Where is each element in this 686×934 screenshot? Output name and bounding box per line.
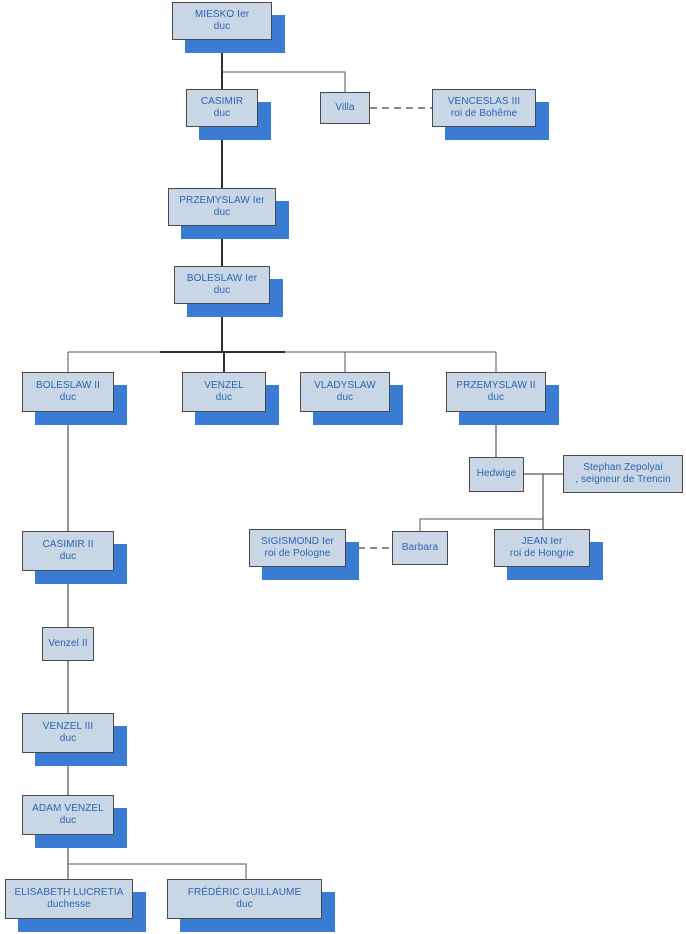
node-venzel3-title: VENZEL III: [42, 720, 94, 732]
node-barbara-title: Barbara: [401, 541, 439, 553]
node-mieso-title: MIESKO Ier: [194, 8, 250, 20]
node-boleslaw1-subtitle: duc: [213, 285, 231, 296]
node-casimir2-subtitle: duc: [59, 551, 77, 562]
node-sigismond-subtitle: roi de Pologne: [264, 548, 331, 559]
node-adamvenzel-subtitle: duc: [59, 815, 77, 826]
node-venzel-subtitle: duc: [215, 392, 233, 403]
node-vladyslaw-title: VLADYSLAW: [314, 379, 376, 391]
node-venceslas-subtitle: roi de Bohême: [450, 108, 518, 119]
node-casimir-title: CASIMIR: [200, 95, 244, 107]
node-villa-title: Villa: [335, 101, 355, 113]
node-przemyslaw1-title: PRZEMYSLAW Ier: [179, 194, 265, 206]
node-hedwige[interactable]: Hedwige: [469, 457, 524, 492]
node-venceslas-title: VENCESLAS III: [447, 95, 521, 107]
node-boleslaw1-title: BOLESLAW Ier: [186, 272, 258, 284]
node-hedwige-title: Hedwige: [476, 468, 517, 480]
node-przemyslaw1-subtitle: duc: [213, 207, 231, 218]
node-stephan[interactable]: Stephan Zepolyai, seigneur de Trencin: [563, 455, 683, 493]
node-venzel-title: VENZEL: [204, 379, 244, 391]
node-casimir2-title: CASIMIR II: [42, 538, 94, 550]
node-boleslaw2-subtitle: duc: [59, 392, 77, 403]
node-stephan-subtitle: , seigneur de Trencin: [575, 474, 671, 485]
node-adamvenzel-title: ADAM VENZEL: [32, 802, 104, 814]
node-frederic-subtitle: duc: [236, 899, 253, 910]
node-elisabeth-title: ELISABETH LUCRETIA: [14, 886, 124, 898]
node-venzel2-title: Venzel II: [48, 637, 88, 649]
node-vladyslaw-subtitle: duc: [336, 392, 354, 403]
node-sigismond-title: SIGISMOND Ier: [261, 535, 334, 547]
edge-adamvenzel-frederic: [68, 863, 247, 879]
node-jean-title: JEAN Ier: [521, 535, 563, 547]
node-venzel3-subtitle: duc: [59, 733, 77, 744]
node-venzel2[interactable]: Venzel II: [42, 627, 94, 661]
node-stephan-title: Stephan Zepolyai: [583, 461, 663, 473]
node-boleslaw2-title: BOLESLAW II: [35, 379, 101, 391]
node-casimir-subtitle: duc: [213, 108, 231, 119]
node-przemyslaw2-subtitle: duc: [487, 392, 505, 403]
node-jean-subtitle: roi de Hongrie: [509, 548, 575, 559]
node-elisabeth-subtitle: duchesse: [47, 899, 91, 910]
node-frederic-title: FRÉDÉRIC GUILLAUME: [187, 886, 302, 898]
node-przemyslaw2-title: PRZEMYSLAW II: [456, 379, 536, 391]
node-mieso-subtitle: duc: [213, 21, 231, 32]
node-barbara[interactable]: Barbara: [392, 531, 448, 565]
node-villa[interactable]: Villa: [320, 92, 370, 124]
